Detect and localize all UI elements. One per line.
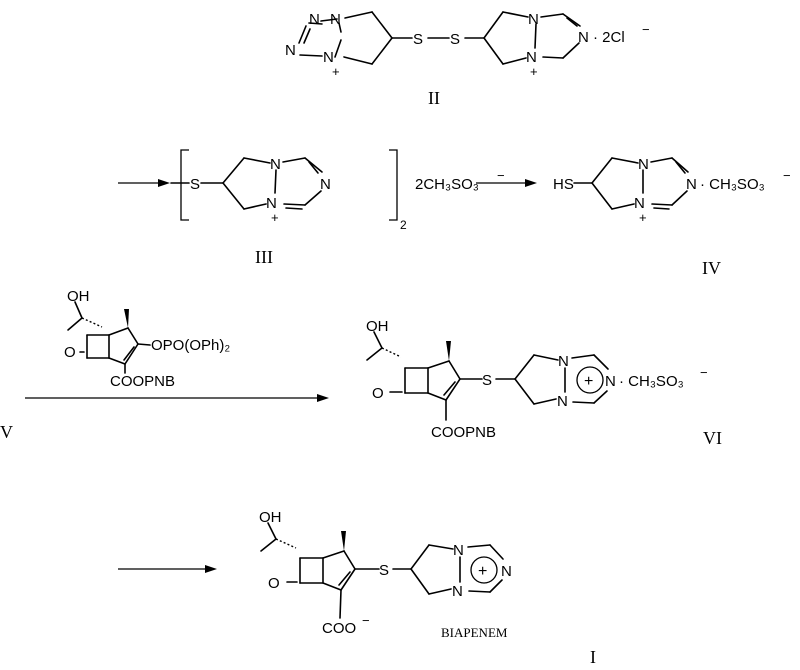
iv-n-plus: N (634, 195, 645, 212)
compound-iii: S N N + N 2 2CH₃SO₃ − III (170, 149, 505, 267)
ii-right-n-ring: N (578, 29, 589, 46)
vi-counter-charge: − (700, 365, 708, 380)
vi-label: VI (703, 428, 722, 448)
ii-label: II (428, 88, 440, 108)
vi-thio: S (482, 372, 492, 389)
vi-ketone-o: O (372, 385, 384, 402)
i-ring-circle (470, 556, 498, 584)
vi-ester: COOPNB (431, 424, 496, 441)
ii-right-n-plus: N (526, 49, 537, 66)
i-name: BIAPENEM (441, 625, 508, 640)
ii-left-n-left: N (285, 42, 296, 59)
i-hydroxy: OH (259, 509, 282, 526)
vi-hydroxy: OH (366, 318, 389, 335)
iv-counter-charge: − (783, 168, 791, 183)
i-carboxylate-charge: − (362, 613, 370, 628)
iii-counter-charge: − (497, 168, 505, 183)
v-hydroxy: OH (67, 288, 90, 305)
arrow-to-iii (118, 179, 170, 187)
v-ester: COOPNB (110, 373, 175, 390)
iii-thio: S (190, 176, 200, 193)
i-n-right: N (501, 563, 512, 580)
iv-n-top: N (638, 156, 649, 173)
compound-iv: HS N N + N · CH₃SO₃ − IV (553, 156, 791, 278)
ii-counter-charge: − (642, 22, 650, 37)
i-thio: S (379, 562, 389, 579)
ii-sulfur-1: S (413, 31, 423, 48)
compound-vi: OH O S N N + N · CH₃SO₃ − COOPNB VI (366, 318, 722, 448)
vi-counter-ion: · CH₃SO₃ (619, 373, 684, 390)
v-label: V (0, 422, 13, 442)
iv-n-right: N (686, 176, 697, 193)
arrow-to-iv (476, 179, 537, 187)
ii-right-n-top: N (528, 11, 539, 28)
i-n-bottom: N (452, 583, 463, 600)
i-n-top: N (453, 542, 464, 559)
iii-n-top: N (270, 156, 281, 173)
ii-sulfur-2: S (450, 31, 460, 48)
i-carboxylate: COO (322, 620, 356, 637)
ii-left-charge: + (332, 64, 340, 79)
i-ketone-o: O (268, 575, 280, 592)
v-ketone-o: O (64, 344, 76, 361)
i-ring-charge: + (478, 563, 487, 580)
iii-counter-ion: 2CH₃SO₃ (415, 176, 479, 193)
v-phosphate: OPO(OPh)₂ (151, 337, 230, 354)
vi-ring-circle (576, 366, 604, 394)
vi-ring-charge: + (584, 373, 593, 390)
iv-thiol: HS (553, 176, 574, 193)
ii-left-n-bottom: N (323, 49, 334, 66)
compound-ii: N N N N + S S N N + N · 2Cl − II (285, 11, 650, 108)
iv-n-plus-charge: + (639, 210, 647, 225)
compound-i: OH O S N N + N COO − BIAPENEM I (259, 509, 596, 667)
ii-counter-ion: · 2Cl (593, 29, 625, 46)
iii-n-right: N (320, 176, 331, 193)
iii-subscript: 2 (400, 218, 407, 232)
iii-n-plus-charge: + (271, 210, 279, 225)
reagent-v: OH O OPO(OPh)₂ COOPNB (64, 288, 230, 390)
vi-n-bottom: N (557, 393, 568, 410)
ii-left-n-top: N (309, 11, 320, 28)
vi-n-top: N (558, 353, 569, 370)
iv-label: IV (702, 258, 721, 278)
ii-right-charge: + (530, 64, 538, 79)
i-label: I (590, 647, 596, 665)
vi-n-plus: N (605, 373, 616, 390)
iii-label: III (255, 247, 273, 267)
iv-counter-ion: · CH₃SO₃ (700, 176, 765, 193)
arrow-to-i (118, 565, 217, 573)
ii-left-n-plus: N (330, 11, 341, 28)
arrow-to-vi (25, 394, 329, 402)
iii-n-plus: N (266, 195, 277, 212)
